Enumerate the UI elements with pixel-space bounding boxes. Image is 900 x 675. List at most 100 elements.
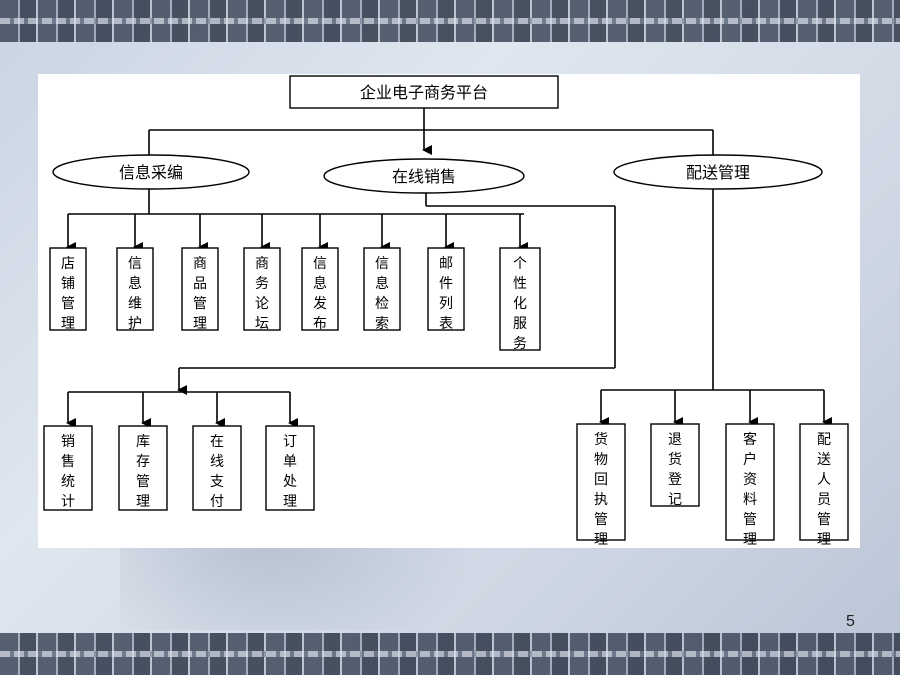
info-child-3-char: 理 xyxy=(193,316,207,332)
diagram-canvas: 企业电子商务平台信息采编在线销售配送管理店铺管理信息维护商品管理商务论坛信息发布… xyxy=(43,75,849,548)
info-child-4-box xyxy=(243,247,281,331)
root-node: 企业电子商务平台 xyxy=(289,75,559,109)
info-child-8-char: 服 xyxy=(513,316,527,332)
branch-info-ellipse xyxy=(52,154,250,190)
delivery-child-1-char: 执 xyxy=(594,492,608,508)
info-child-3-char: 管 xyxy=(193,296,207,312)
info-child-7-char: 列 xyxy=(439,296,453,312)
info-child-6-char: 信 xyxy=(375,256,389,272)
info-child-6-char: 检 xyxy=(375,296,389,312)
delivery-child-2-char: 登 xyxy=(668,472,682,488)
delivery-child-1-char: 理 xyxy=(594,532,608,548)
sales-child-3-box xyxy=(192,425,242,511)
bottom-decorative-band xyxy=(0,633,900,675)
info-child-4-char: 务 xyxy=(255,276,269,292)
sales-child-2-char: 理 xyxy=(136,494,150,510)
info-child-2-char: 息 xyxy=(128,275,142,292)
branch-info-label: 信息采编 xyxy=(119,163,183,182)
sales-child-4-char: 理 xyxy=(283,494,297,510)
info-child-1-char: 店 xyxy=(61,256,75,272)
delivery-child-1-char: 物 xyxy=(594,452,608,468)
info-child-2-box xyxy=(116,247,154,331)
info-child-2-char: 维 xyxy=(128,296,142,312)
info-child-6-box xyxy=(363,247,401,331)
info-child-5-box xyxy=(301,247,339,331)
info-child-1-box xyxy=(49,247,87,331)
info-child-3-char: 商 xyxy=(193,256,207,272)
info-child-3-box xyxy=(181,247,219,331)
branch-sales-label: 在线销售 xyxy=(392,167,456,186)
info-child-1-char: 铺 xyxy=(61,276,75,292)
sales-child-4-char: 订 xyxy=(283,434,297,450)
delivery-child-3-char: 客 xyxy=(743,431,757,448)
sales-child-1-char: 销 xyxy=(61,434,75,450)
delivery-child-3-char: 料 xyxy=(743,492,757,508)
delivery-child-3-char: 资 xyxy=(743,472,757,488)
sales-child-2-char: 存 xyxy=(136,454,150,470)
delivery-child-4-box xyxy=(799,423,849,541)
branch-sales: 在线销售 xyxy=(323,158,525,194)
info-child-5-char: 布 xyxy=(313,316,327,332)
top-decorative-band xyxy=(0,0,900,42)
info-child-4-char: 商 xyxy=(255,256,269,272)
sales-child-3-char: 在 xyxy=(210,434,224,450)
sales-child-1-char: 计 xyxy=(61,494,75,510)
info-child-5-char: 信 xyxy=(313,256,327,272)
info-child-8-char: 务 xyxy=(513,336,527,352)
delivery-child-1-box xyxy=(576,423,626,541)
info-child-1-char: 管 xyxy=(61,296,75,312)
delivery-child-1-char: 回 xyxy=(594,472,608,488)
delivery-child-3-char: 户 xyxy=(743,451,757,468)
delivery-child-2-box xyxy=(650,423,700,507)
info-child-4-char: 坛 xyxy=(255,316,269,332)
info-child-7-box xyxy=(427,247,465,331)
branch-delivery-label: 配送管理 xyxy=(686,163,750,182)
delivery-child-3-char: 理 xyxy=(743,532,757,548)
info-child-7-char: 邮 xyxy=(439,256,453,272)
delivery-child-4-char: 理 xyxy=(817,532,831,548)
info-child-2-char: 护 xyxy=(128,316,142,332)
branch-sales-ellipse xyxy=(323,158,525,194)
delivery-child-2-char: 记 xyxy=(668,492,682,508)
delivery-child-1-char: 管 xyxy=(594,512,608,528)
branch-delivery: 配送管理 xyxy=(613,154,823,190)
info-child-1-char: 理 xyxy=(61,316,75,332)
info-child-8-char: 化 xyxy=(513,296,527,312)
info-child-4-char: 论 xyxy=(255,296,269,312)
sales-child-1-char: 统 xyxy=(61,474,75,490)
delivery-child-4-char: 送 xyxy=(817,452,831,468)
delivery-child-4-char: 配 xyxy=(817,432,831,448)
delivery-child-3-char: 管 xyxy=(743,512,757,528)
sales-child-4-box xyxy=(265,425,315,511)
sales-child-4-char: 处 xyxy=(283,474,297,490)
delivery-child-2-char: 退 xyxy=(668,432,682,448)
sales-child-2-box xyxy=(118,425,168,511)
sales-child-4-char: 单 xyxy=(283,454,297,470)
info-child-8-box xyxy=(499,247,541,351)
sales-child-3-char: 付 xyxy=(210,494,224,510)
sales-child-1-char: 售 xyxy=(61,454,75,470)
delivery-child-4-char: 员 xyxy=(817,492,831,508)
org-chart-diagram: 企业电子商务平台信息采编在线销售配送管理店铺管理信息维护商品管理商务论坛信息发布… xyxy=(38,74,860,548)
delivery-child-4-char: 人 xyxy=(817,472,831,488)
info-child-7-char: 件 xyxy=(439,276,453,292)
info-child-6-char: 息 xyxy=(375,275,389,292)
info-child-2-char: 信 xyxy=(128,256,142,272)
delivery-child-4-char: 管 xyxy=(817,512,831,528)
root-label: 企业电子商务平台 xyxy=(360,83,488,102)
sales-child-2-char: 管 xyxy=(136,474,150,490)
sales-child-1-box xyxy=(43,425,93,511)
